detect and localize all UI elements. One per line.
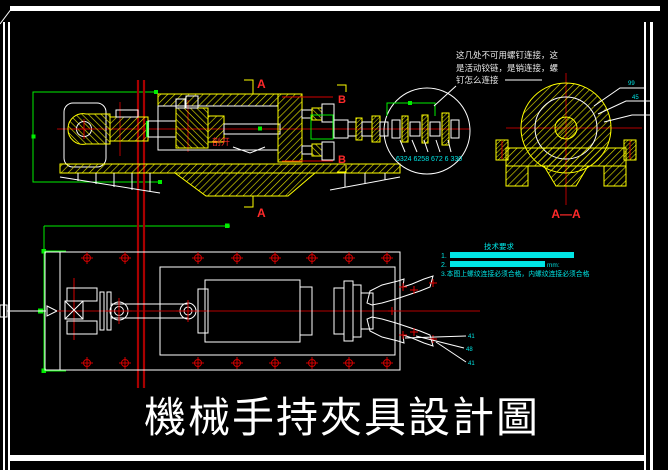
tech-req-item2-prefix: 2. xyxy=(441,262,447,269)
cut-open-label: 剖开 xyxy=(212,136,230,147)
tech-req-item3: 3.本图上螺纹连接必须合格，内螺纹连接必须合格 xyxy=(441,269,590,278)
note-line-2: 是活动铰链，是销连接，螺 xyxy=(456,63,559,73)
section-label-b-bottom: B xyxy=(338,154,346,166)
detail-part-numbers: 6324 6258 672 6 330 xyxy=(396,156,462,163)
tech-req-title: 技术要求 xyxy=(484,241,514,251)
frame-corner-notch xyxy=(0,7,13,25)
aa-leader-2 xyxy=(597,100,650,115)
cut-open-leader xyxy=(232,146,266,154)
aa-tag-2: 45 xyxy=(632,95,639,101)
housing-foot-left xyxy=(505,165,529,187)
aa-view-label: A—A xyxy=(551,207,581,221)
tech-req-item2-highlight xyxy=(450,261,545,267)
shaft-hub xyxy=(554,116,578,140)
end-block xyxy=(277,93,303,163)
section-marker-line xyxy=(244,79,254,94)
front-section-view: A A B B 剖开 xyxy=(57,77,470,220)
section-label-b-top: B xyxy=(338,94,346,106)
claw-tag-2: 48 xyxy=(466,347,473,353)
aa-leader-3 xyxy=(603,114,652,123)
note-line-1: 这几处不可用螺钉连接，这 xyxy=(456,50,559,60)
drawing-title: 機械手持夾具設計圖 xyxy=(144,396,540,442)
tech-req-item1-prefix: 1. xyxy=(441,253,447,260)
review-note: 这几处不可用螺钉连接，这 是活动铰链，是销连接，螺 钉怎么连接 xyxy=(433,50,559,107)
piston xyxy=(175,107,209,149)
frame-top-band xyxy=(10,6,660,11)
aa-section-view: 99 45 A—A xyxy=(495,73,652,221)
frame-left-outer xyxy=(3,22,5,470)
section-marker-line xyxy=(244,196,254,208)
housing-web xyxy=(543,165,589,187)
gripper-base xyxy=(360,292,374,330)
claw-tag-3: 41 xyxy=(468,361,475,367)
tech-req-item2-suffix: mm: xyxy=(547,262,560,269)
frame-right-inner xyxy=(644,22,646,470)
claw-tag-1: 41 xyxy=(468,334,475,340)
note-leader xyxy=(433,85,457,107)
detail-circle-view: 6324 6258 672 6 330 xyxy=(333,87,471,175)
rod-block xyxy=(109,116,149,142)
frame-bottom-band xyxy=(10,455,646,461)
frame-right-outer xyxy=(650,22,653,470)
note-line-3: 钉怎么连接 xyxy=(456,75,499,85)
aa-leader-1 xyxy=(593,87,646,107)
section-marker-line xyxy=(337,84,347,92)
section-label-a-top: A xyxy=(257,77,266,91)
section-marker-line xyxy=(337,165,347,173)
plan-view: 41 48 41 xyxy=(0,251,480,371)
sheet-frame xyxy=(0,6,660,470)
datum-arrow xyxy=(46,305,59,317)
gripper-claw-lower xyxy=(366,316,434,347)
section-label-a-bottom: A xyxy=(257,206,266,220)
tech-requirements: 技术要求 1. 2. mm: 3.本图上螺纹连接必须合格，内螺纹连接必须合格 xyxy=(441,241,590,278)
gripper-claw-upper xyxy=(366,275,434,306)
base-plate xyxy=(59,163,401,174)
tech-req-item1-highlight xyxy=(450,252,574,258)
housing-foot-right xyxy=(603,165,627,187)
clevis-block xyxy=(64,300,84,320)
pedestal xyxy=(173,172,317,197)
highlight-box xyxy=(310,114,334,140)
housing-base xyxy=(505,147,627,167)
aa-tag-1: 99 xyxy=(628,81,635,87)
detail-circle xyxy=(383,87,471,175)
frame-left-inner xyxy=(8,22,10,470)
